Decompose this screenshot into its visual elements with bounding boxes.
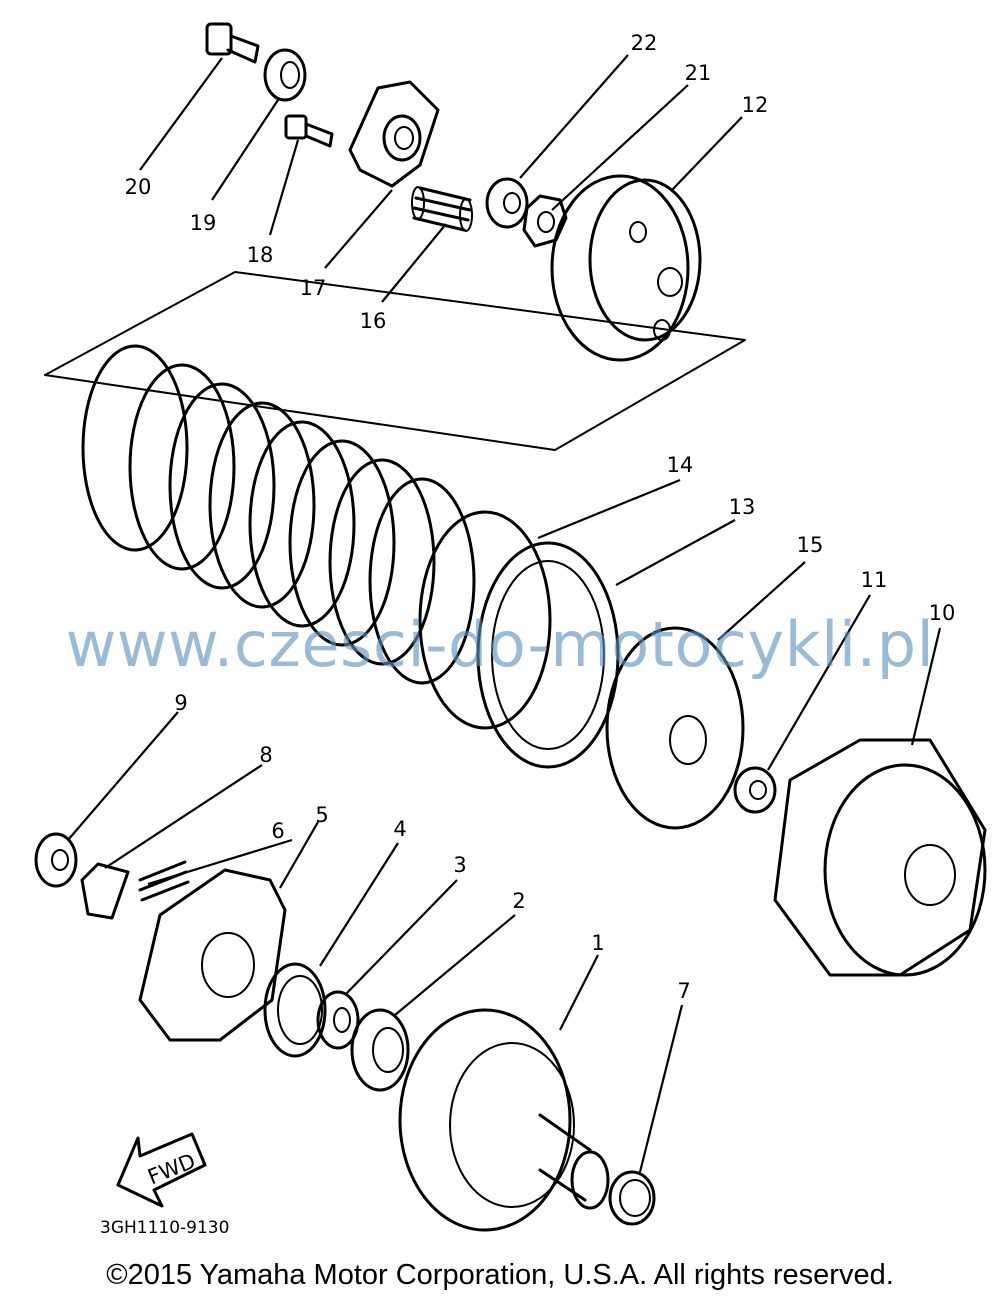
part-3-gear xyxy=(316,990,360,1050)
leader-8 xyxy=(104,764,263,869)
leader-19 xyxy=(211,99,279,201)
callout-2: 2 xyxy=(512,889,525,913)
leader-17 xyxy=(324,189,393,269)
part-6-spring xyxy=(138,860,190,902)
callout-8: 8 xyxy=(259,743,272,767)
callout-1: 1 xyxy=(591,931,604,955)
callout-12: 12 xyxy=(742,93,769,117)
leader-18 xyxy=(268,139,300,236)
leader-2 xyxy=(394,914,516,1016)
callout-15: 15 xyxy=(797,533,824,557)
leader-12 xyxy=(671,116,743,191)
leader-9 xyxy=(67,711,179,841)
fwd-label: FWD xyxy=(144,1149,198,1190)
callout-6: 6 xyxy=(271,819,284,843)
part-8-plate xyxy=(80,862,130,920)
callout-19: 19 xyxy=(190,211,217,235)
copyright-notice: ©2015 Yamaha Motor Corporation, U.S.A. A… xyxy=(106,1259,894,1291)
leader-10 xyxy=(910,627,942,746)
callout-22: 22 xyxy=(631,31,658,55)
callout-13: 13 xyxy=(729,495,756,519)
leader-15 xyxy=(717,561,806,641)
part-12-clutch-boss xyxy=(550,174,702,362)
callout-21: 21 xyxy=(685,61,712,85)
part-18-bolt xyxy=(284,114,334,148)
part-5-clutch-shoe-assembly xyxy=(138,868,287,1042)
part-1-clutch-carrier xyxy=(398,1008,610,1232)
part-15-pressure-plate xyxy=(605,626,745,830)
plate-stack-bracket xyxy=(44,271,746,451)
callout-3: 3 xyxy=(453,853,466,877)
leader-1 xyxy=(559,954,599,1031)
part-11-washer xyxy=(733,766,777,814)
callout-10: 10 xyxy=(929,601,956,625)
leader-14 xyxy=(537,478,681,540)
callout-14: 14 xyxy=(667,453,694,477)
callout-11: 11 xyxy=(861,568,888,592)
part-20-bolt xyxy=(205,22,260,64)
leader-3 xyxy=(344,879,458,996)
part-17-plate xyxy=(348,80,440,188)
callout-20: 20 xyxy=(125,175,152,199)
part-13-friction-plate xyxy=(476,541,620,769)
leader-7 xyxy=(638,1004,684,1173)
callout-9: 9 xyxy=(174,691,187,715)
clutch-plate-stack xyxy=(81,344,476,685)
callout-16: 16 xyxy=(360,309,387,333)
part-10-clutch-housing xyxy=(773,738,987,977)
leader-16 xyxy=(381,223,447,303)
part-19-bearing xyxy=(263,48,307,102)
leader-5 xyxy=(279,821,319,889)
part-22-nut xyxy=(485,177,529,229)
leader-4 xyxy=(319,842,399,967)
leader-6 xyxy=(147,838,293,886)
leader-11 xyxy=(767,594,871,771)
part-2-one-way-clutch xyxy=(350,1008,410,1092)
part-21-lock-washer xyxy=(522,194,568,248)
leader-22 xyxy=(519,54,629,179)
leader-13 xyxy=(615,519,736,586)
part-4-washer xyxy=(263,962,327,1058)
callout-4: 4 xyxy=(393,817,406,841)
diagram-code: 3GH1110-9130 xyxy=(100,1218,229,1238)
part-9-washer xyxy=(34,832,78,888)
forward-direction-arrow: FWD xyxy=(116,1132,207,1208)
callout-17: 17 xyxy=(300,276,327,300)
leader-21 xyxy=(551,84,689,211)
part-14-clutch-plate xyxy=(418,510,552,730)
callout-5: 5 xyxy=(315,803,328,827)
callout-18: 18 xyxy=(247,243,274,267)
part-16-spring xyxy=(411,186,473,232)
part-7-washer xyxy=(608,1170,656,1226)
watermark: www.czesci-do-motocykli.pl xyxy=(65,608,935,681)
leader-20 xyxy=(139,57,223,171)
callout-7: 7 xyxy=(677,979,690,1003)
